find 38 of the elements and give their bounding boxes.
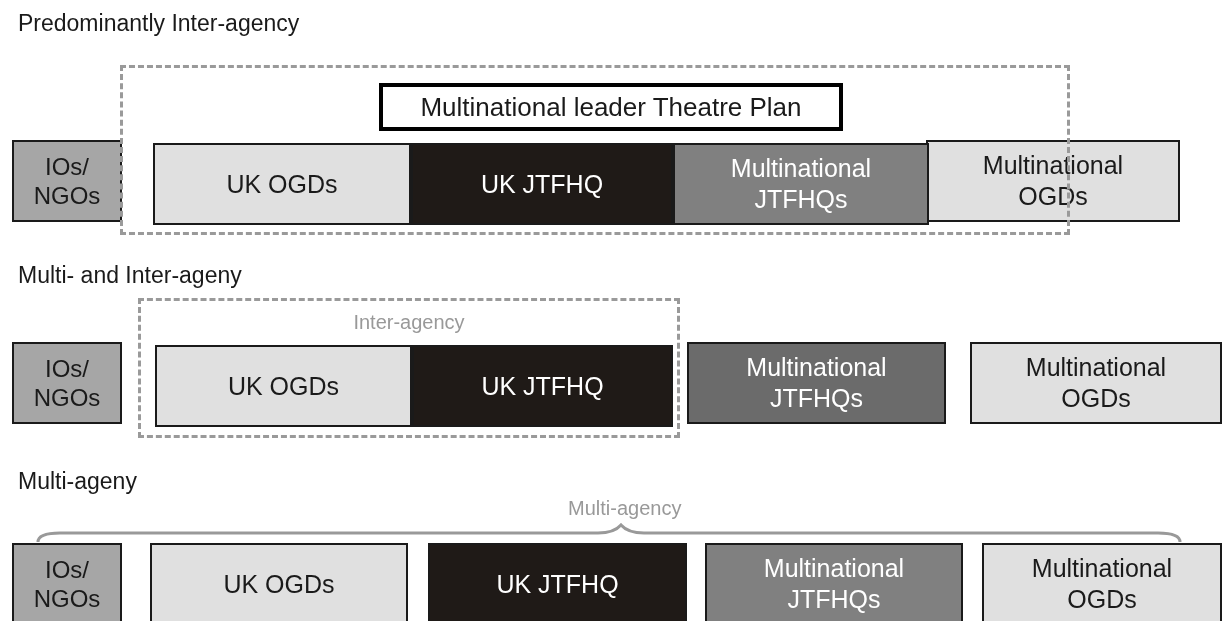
agency-box (12, 342, 122, 424)
agency-name: UK JTFHQ (495, 568, 620, 600)
agency-box (673, 143, 929, 225)
section-heading: Multi-ageny (18, 468, 137, 495)
agency-box (150, 543, 408, 621)
plan-box (379, 83, 843, 131)
agency-name: UK OGDs (222, 568, 336, 600)
agency-box (705, 543, 963, 621)
agency-name: IOs/ NGOs (32, 555, 102, 613)
agency-box (982, 543, 1222, 621)
agency-box (411, 143, 673, 225)
agency-name: UK OGDs (226, 370, 341, 402)
agency-name: UK JTFHQ (480, 370, 605, 402)
section-heading: Predominantly Inter-agency (18, 10, 300, 37)
group-title: Inter-agency (353, 311, 465, 334)
agency-box (12, 543, 122, 621)
agency-name: Multinational JTFHQs (745, 352, 888, 414)
agency-box (687, 342, 946, 424)
agency-name: Multinational JTFHQs (729, 153, 873, 215)
agency-box (12, 140, 122, 222)
agency-box (412, 345, 673, 427)
agency-box (153, 143, 411, 225)
agency-name: Multinational OGDs (1030, 553, 1174, 615)
agency-name: IOs/ NGOs (32, 354, 102, 412)
dashed-group-frame (138, 298, 680, 438)
agency-name: Multinational OGDs (1024, 352, 1168, 414)
agency-box (155, 345, 412, 427)
agency-box (428, 543, 687, 621)
section-heading: Multi- and Inter-ageny (18, 262, 242, 289)
agency-name: UK JTFHQ (479, 168, 605, 200)
plan-title: Multinational leader Theatre Plan (420, 91, 802, 123)
agency-name: Multinational OGDs (981, 150, 1125, 212)
agency-box (926, 140, 1180, 222)
agency-name: Multinational JTFHQs (762, 553, 906, 615)
agency-box (970, 342, 1222, 424)
agency-name: IOs/ NGOs (32, 152, 102, 210)
brace-label: Multi-agency (568, 497, 682, 520)
agency-name: UK OGDs (225, 168, 339, 200)
